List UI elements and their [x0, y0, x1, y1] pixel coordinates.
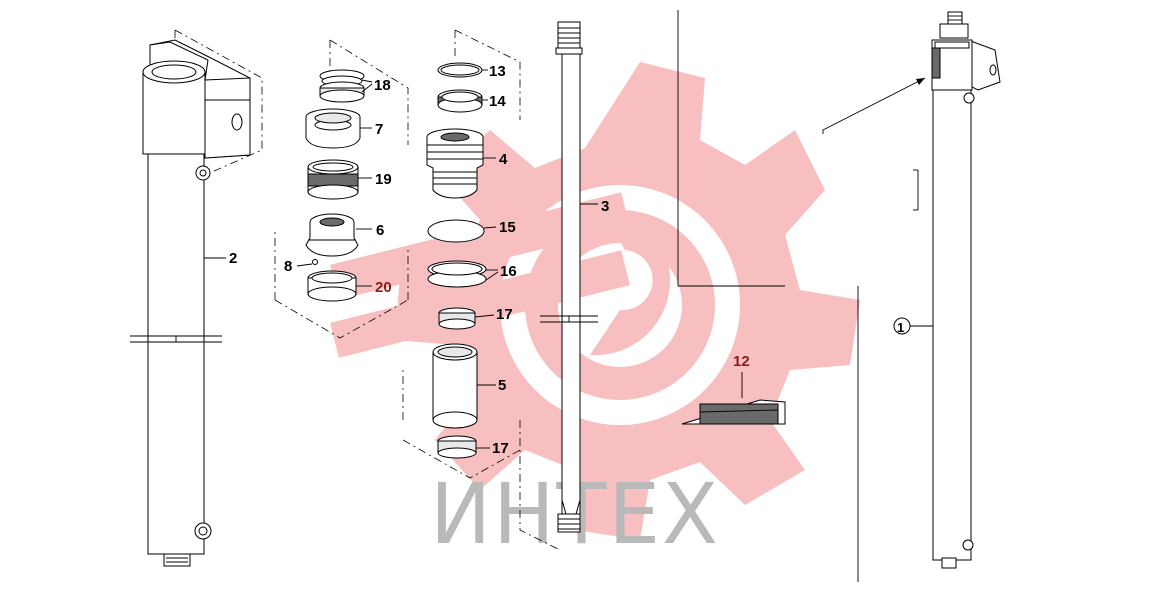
callout-17-lower: 17	[492, 440, 509, 457]
callout-18: 18	[374, 77, 391, 94]
ring-17-lower	[437, 435, 477, 459]
callout-13: 13	[489, 63, 506, 80]
callout-4: 4	[499, 151, 508, 168]
piston-rod-part-3	[519, 21, 598, 551]
callout-7: 7	[375, 121, 383, 138]
seal-ring-18	[319, 69, 365, 103]
callout-5: 5	[498, 377, 506, 394]
barrel-part-2	[130, 29, 263, 567]
callout-15: 15	[499, 219, 516, 236]
callout-17-upper: 17	[496, 306, 513, 323]
assembled-cylinder-part-1	[822, 11, 1001, 569]
callout-3: 3	[601, 198, 609, 215]
ring-17-upper	[438, 307, 476, 330]
wear-ring-19	[307, 159, 359, 200]
callout-1-marker	[893, 317, 911, 335]
callout-2: 2	[229, 250, 237, 267]
gland-assembly-group	[274, 39, 409, 339]
spacer-tube-5	[432, 343, 478, 429]
gland-6	[305, 213, 359, 257]
o-ring-15	[427, 219, 485, 243]
bushing-7	[305, 108, 361, 149]
callout-6: 6	[376, 222, 384, 239]
callout-20: 20	[375, 279, 392, 296]
seal-16	[427, 260, 487, 288]
bracket-part-12	[681, 372, 786, 425]
callout-8: 8	[284, 258, 292, 275]
callout-12: 12	[733, 353, 750, 370]
ring-14	[437, 89, 483, 113]
o-ring-13	[437, 62, 483, 78]
callout-16: 16	[500, 263, 517, 280]
callout-1: 1	[897, 320, 904, 335]
ring-20	[307, 270, 357, 302]
piston-head-4	[426, 128, 484, 199]
callout-19: 19	[375, 171, 392, 188]
callout-14: 14	[489, 93, 506, 110]
ball-8	[312, 259, 318, 265]
frame-lines	[677, 10, 859, 582]
piston-assembly-group	[402, 29, 521, 479]
